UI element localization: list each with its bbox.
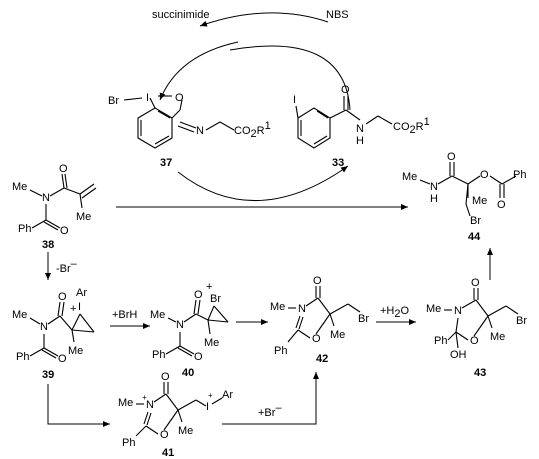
40-o2: O — [194, 351, 203, 363]
38-me: Me — [12, 181, 27, 193]
label-33: 33 — [332, 157, 344, 169]
compound-39: Ar I + Me N O Me O Ph 39 — [12, 287, 95, 381]
38-o2: O — [60, 225, 69, 237]
label-39: 39 — [42, 369, 54, 381]
compound-38: Me N O Me O Ph 38 — [12, 163, 97, 251]
44-ph: Ph — [513, 169, 526, 181]
42-me: Me — [270, 301, 285, 313]
44-br: Br — [470, 215, 481, 227]
43-br: Br — [516, 315, 527, 327]
42-br: Br — [358, 313, 369, 325]
44-o1: O — [447, 151, 456, 163]
41-n: N — [146, 399, 154, 411]
41-o2: O — [160, 429, 169, 441]
44-h: H — [430, 193, 438, 205]
nbs-label: NBS — [326, 9, 349, 21]
44-me: Me — [402, 171, 417, 183]
33-n: N — [356, 123, 364, 135]
33-o: O — [341, 84, 350, 96]
38-me2: Me — [76, 211, 91, 223]
40-n: N — [176, 319, 184, 331]
41-me2: Me — [178, 425, 193, 437]
37-i: I — [146, 92, 149, 104]
41-o1: O — [161, 371, 170, 383]
41-i-plus: + — [208, 391, 213, 400]
compound-43: Me N O Br Me O Ph OH 43 — [426, 277, 527, 379]
37-n: N — [196, 125, 204, 137]
43-o1: O — [471, 277, 480, 289]
label-42: 42 — [316, 353, 328, 365]
42-n: N — [298, 303, 306, 315]
44-me2: Me — [472, 195, 487, 207]
39-me2: Me — [68, 345, 83, 357]
44-o3: O — [497, 199, 506, 211]
44-n: N — [430, 181, 438, 193]
cycle-top-arc — [199, 12, 329, 27]
39-o2: O — [58, 353, 67, 365]
reagent-plus-brh: +BrH — [112, 309, 137, 321]
reagent-plus-h2o: +H2O — [380, 305, 410, 320]
arrow-39-to-41 — [47, 384, 110, 427]
40-o1: O — [194, 289, 203, 301]
cycle-bottom-arc — [177, 165, 349, 202]
cycle-right-arc — [229, 45, 351, 111]
38-n: N — [42, 192, 50, 204]
33-h: H — [356, 135, 364, 147]
39-o1: O — [58, 291, 67, 303]
label-44: 44 — [468, 231, 481, 243]
compound-33: I O N H CO2R1 33 — [293, 84, 430, 169]
42-ph: Ph — [274, 345, 287, 357]
label-43: 43 — [474, 367, 486, 379]
40-plus: + — [206, 281, 212, 293]
40-me: Me — [150, 309, 165, 321]
41-n-plus: + — [142, 393, 147, 402]
43-oh: OH — [450, 349, 467, 361]
42-me2: Me — [330, 329, 345, 341]
39-i: I — [78, 301, 81, 313]
44-o2: O — [480, 169, 489, 181]
43-me2: Me — [490, 331, 505, 343]
reagent-plus-br: +Br– — [258, 402, 282, 419]
33-co2r: CO2R1 — [393, 116, 430, 136]
41-ph: Ph — [122, 437, 135, 449]
40-me2: Me — [204, 337, 219, 349]
compound-41: Me N + O I + Ar Me O Ph 41 — [118, 371, 233, 459]
label-41: 41 — [162, 447, 174, 459]
37-co2r: CO2R1 — [234, 120, 271, 140]
41-me: Me — [118, 397, 133, 409]
39-me: Me — [12, 309, 27, 321]
38-o1: O — [59, 163, 68, 175]
compound-37: Br I O N CO2R1 37 — [108, 92, 271, 169]
43-o2: O — [470, 335, 479, 347]
40-ph: Ph — [152, 349, 165, 361]
compound-42: Me N O Br Me O Ph 42 — [270, 275, 369, 365]
compound-44: Me N H O O Ph O Me Br 44 — [402, 151, 526, 243]
label-37: 37 — [160, 157, 172, 169]
33-i: I — [293, 94, 296, 106]
42-o1: O — [313, 275, 322, 287]
label-38: 38 — [42, 239, 54, 251]
43-ph: Ph — [434, 335, 447, 347]
41-i: I — [206, 401, 209, 413]
reagent-minus-br: -Br– — [56, 258, 78, 275]
38-ph: Ph — [18, 223, 31, 235]
catalytic-cycle: succinimide NBS — [152, 9, 351, 202]
43-n: N — [454, 305, 462, 317]
cycle-left-arc — [159, 41, 239, 101]
39-n: N — [40, 321, 48, 333]
37-br: Br — [108, 95, 119, 107]
compound-40: + Br Me N O Me O Ph 40 — [150, 281, 229, 379]
arrow-41-to-42 — [222, 372, 319, 425]
42-o2: O — [312, 333, 321, 345]
37-o: O — [175, 92, 184, 104]
43-me: Me — [426, 303, 441, 315]
39-plus: + — [70, 303, 76, 315]
39-ar: Ar — [76, 287, 87, 299]
39-ph: Ph — [16, 351, 29, 363]
succinimide-label: succinimide — [152, 9, 209, 21]
label-40: 40 — [182, 367, 194, 379]
40-br: Br — [210, 293, 221, 305]
41-ar: Ar — [222, 389, 233, 401]
